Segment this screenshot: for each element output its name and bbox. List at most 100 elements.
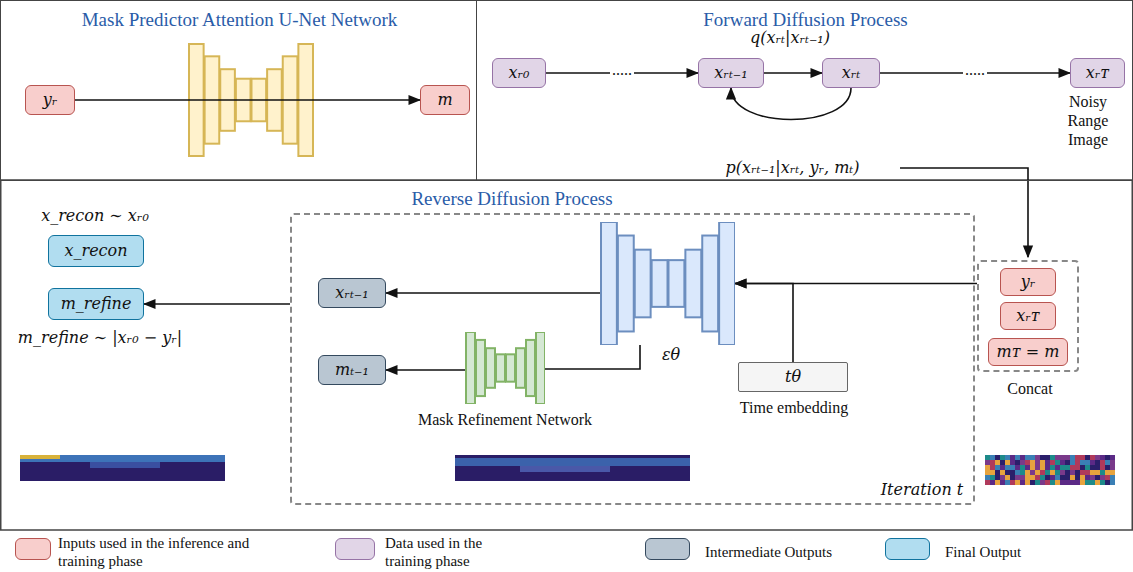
noise-cell	[1075, 470, 1080, 475]
noise-cell	[1000, 460, 1005, 465]
noise-cell	[985, 455, 990, 460]
reverse-panel	[1, 180, 1133, 530]
input-box: xᵣᴛ	[1000, 302, 1056, 330]
noise-cell	[1090, 465, 1095, 470]
noise-cell	[1035, 475, 1040, 480]
noise-cell	[1050, 470, 1055, 475]
noise-cell	[1090, 455, 1095, 460]
annotation: x_recon ∼ xᵣ₀	[10, 206, 180, 225]
noise-cell	[1010, 460, 1015, 465]
noise-cell	[1070, 465, 1075, 470]
noise-cell	[1075, 460, 1080, 465]
unet-layer	[618, 236, 634, 332]
noise-cell	[985, 470, 990, 475]
noise-cell	[1010, 475, 1015, 480]
noise-cell	[1110, 465, 1115, 470]
noise-cell	[1010, 455, 1015, 460]
noise-cell	[1040, 460, 1045, 465]
connector	[735, 284, 793, 363]
noise-cell	[1010, 480, 1015, 485]
noise-cell	[1080, 480, 1085, 485]
unet-layer	[476, 340, 485, 396]
unet-layer	[685, 250, 701, 318]
noise-cell	[1070, 470, 1075, 475]
noise-cell	[1105, 465, 1110, 470]
data-box: xᵣₜ₋₁	[698, 58, 764, 88]
intermediate-box: xᵣₜ₋₁	[318, 278, 386, 308]
noise-cell	[1080, 455, 1085, 460]
noise-cell	[1085, 465, 1090, 470]
noise-cell	[1070, 475, 1075, 480]
noise-cell	[995, 455, 1000, 460]
data-box: xᵣᴛ	[1070, 58, 1125, 88]
noise-cell	[1070, 460, 1075, 465]
noise-cell	[1085, 470, 1090, 475]
node-text: yᵣ	[1021, 272, 1036, 291]
unet-layer	[536, 332, 545, 404]
noise-cell	[990, 470, 995, 475]
noise-cell	[1080, 460, 1085, 465]
input-box: mᴛ = m	[988, 338, 1068, 366]
range-band	[90, 462, 160, 468]
node-text: xᵣ₀	[509, 63, 530, 82]
noise-cell	[1025, 455, 1030, 460]
noise-cell	[1010, 470, 1015, 475]
noise-cell	[990, 475, 995, 480]
noise-cell	[1080, 475, 1085, 480]
noise-cell	[1095, 460, 1100, 465]
noise-cell	[1085, 460, 1090, 465]
noise-cell	[1035, 460, 1040, 465]
legend-swatch	[885, 538, 930, 560]
noise-cell	[1105, 475, 1110, 480]
noise-cell	[1095, 470, 1100, 475]
noise-cell	[1020, 460, 1025, 465]
noise-cell	[1070, 480, 1075, 485]
noise-cell	[1045, 455, 1050, 460]
noise-cell	[1075, 455, 1080, 460]
noise-cell	[995, 460, 1000, 465]
noise-cell	[1110, 460, 1115, 465]
node-text: x_recon	[64, 241, 127, 260]
noise-cell	[1065, 465, 1070, 470]
noise-cell	[990, 465, 995, 470]
noise-cell	[985, 465, 990, 470]
noise-cell	[1060, 475, 1065, 480]
node-text: xᵣₜ₋₁	[714, 63, 747, 82]
noise-cell	[1045, 480, 1050, 485]
edge-label: .....	[610, 60, 634, 79]
noise-cell	[1035, 470, 1040, 475]
range-band	[455, 458, 690, 466]
noise-cell	[1070, 455, 1075, 460]
node-text: xᵣᴛ	[1016, 306, 1039, 325]
noise-cell	[1110, 480, 1115, 485]
noise-cell	[1000, 480, 1005, 485]
noise-cell	[1065, 475, 1070, 480]
noise-cell	[1050, 455, 1055, 460]
noise-cell	[1040, 465, 1045, 470]
noise-cell	[1095, 465, 1100, 470]
node-text: xᵣᴛ	[1086, 63, 1109, 82]
unet-layer	[702, 236, 718, 332]
noise-cell	[1105, 470, 1110, 475]
range-band	[20, 455, 60, 459]
noise-cell	[1045, 475, 1050, 480]
range-image	[20, 455, 225, 481]
unet-layer	[719, 222, 735, 345]
output-box: x_recon	[48, 235, 144, 267]
connector	[545, 345, 640, 369]
node-text: Concat	[969, 379, 1091, 398]
noise-cell	[1095, 455, 1100, 460]
noise-cell	[990, 460, 995, 465]
connector	[386, 292, 600, 294]
node-text: m_refine	[61, 294, 132, 313]
noise-cell	[1040, 455, 1045, 460]
unet-layer	[506, 354, 515, 381]
connector	[75, 99, 420, 101]
range-image	[455, 455, 690, 481]
noise-cell	[990, 455, 995, 460]
node-text: εθ	[646, 345, 696, 364]
noise-cell	[1095, 475, 1100, 480]
noise-cell	[1005, 465, 1010, 470]
annotation: q(xᵣₜ|xᵣₜ₋₁)	[700, 28, 880, 47]
